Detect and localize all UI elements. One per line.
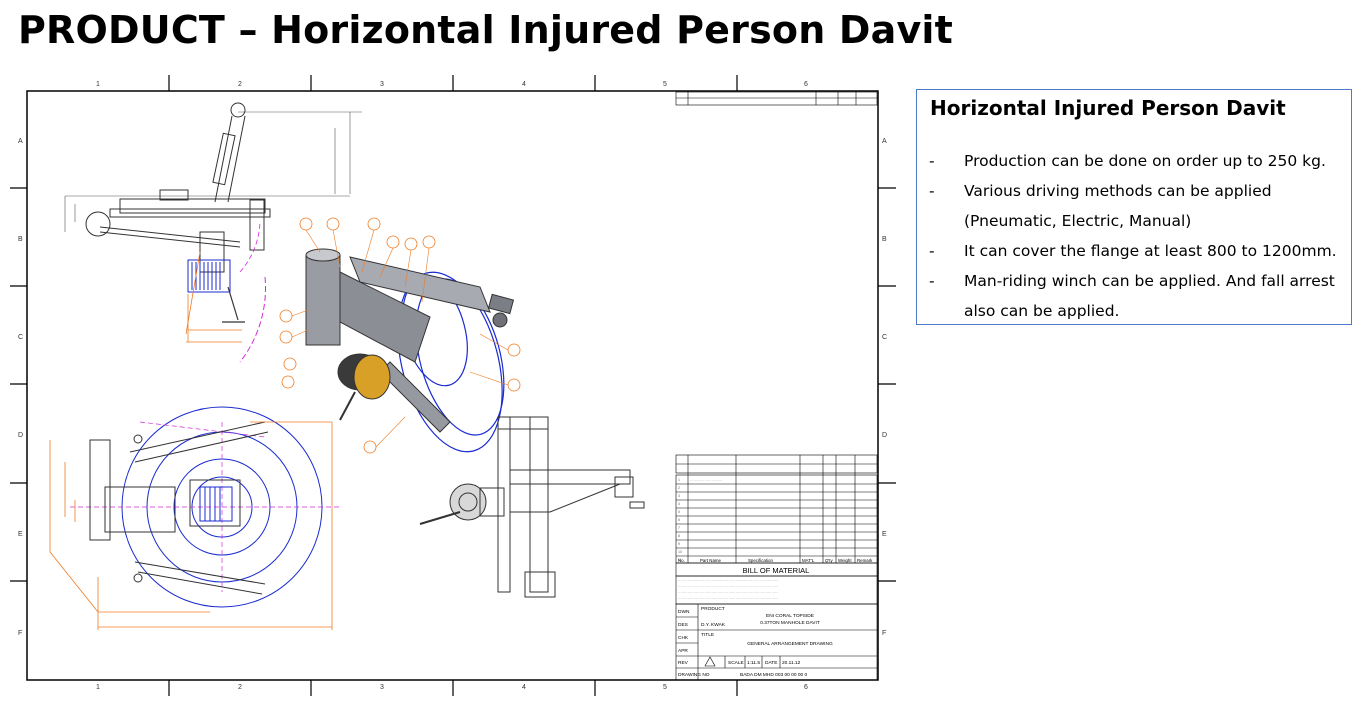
feature-list: - Production can be done on order up to 2…	[929, 146, 1344, 326]
drawing-no-label: DRAWING NO	[678, 672, 710, 678]
engineering-drawing: 1 2 3 4 5 6 A B C D E F A B C D E F 1 2 3 4 5 6	[10, 72, 900, 700]
plan-view	[49, 406, 340, 630]
bullet-dash: -	[929, 242, 935, 260]
zone-row-a: A	[18, 138, 23, 145]
svg-text:11: 11	[678, 558, 682, 562]
bom-col-remark: Remark	[857, 558, 873, 563]
bullet-dash: -	[929, 272, 935, 290]
zone-row-b: B	[18, 236, 23, 243]
svg-text:7: 7	[678, 526, 680, 530]
svg-text:B: B	[882, 236, 887, 243]
bom-col-spec: Specification	[748, 558, 773, 563]
drawing-no-value: BADA DM MHD 003 00 00 00 0	[740, 672, 808, 678]
drawing-sheet: 1 2 3 4 5 6 A B C D E F A B C D E F 1 2 3 4 5 6	[10, 75, 896, 696]
title-block: 1 ……………………… 2 3 4 5 6 7 8 9 10 11 ……………………………………	[675, 454, 878, 681]
svg-text:D: D	[882, 432, 887, 439]
scale-label: SCALE	[728, 660, 744, 666]
feature-text: It can cover the flange at least 800 to …	[964, 242, 1337, 260]
bom-header: BILL OF MATERIAL	[743, 566, 810, 575]
svg-text:…………………………………………………………………………: …………………………………………………………………………	[678, 578, 779, 582]
isometric-view	[279, 217, 521, 454]
row-value-des: D.Y. KWAK	[701, 622, 726, 628]
svg-text:4: 4	[678, 502, 680, 506]
svg-text:6: 6	[678, 518, 680, 522]
svg-text:1: 1	[96, 684, 100, 691]
row-label-dwn: DWN	[678, 609, 690, 615]
list-item: - Various driving methods can be applied …	[929, 176, 1344, 236]
svg-text:C: C	[882, 334, 887, 341]
zone-col-1: 1	[96, 81, 100, 88]
title-label: TITLE	[701, 632, 714, 638]
front-view	[419, 416, 645, 598]
feature-text: Production can be done on order up to 25…	[964, 152, 1326, 170]
svg-text:…………………………………………………………………………: …………………………………………………………………………	[678, 584, 779, 588]
row-label-chk: CHK	[678, 635, 689, 641]
product-label: PRODUCT	[701, 606, 725, 612]
zone-row-e: E	[18, 531, 23, 538]
svg-text:5: 5	[663, 684, 667, 691]
date-label: DATE	[765, 660, 777, 666]
zone-col-6: 6	[804, 81, 808, 88]
svg-text:………………………: ………………………	[690, 478, 723, 482]
product-value-line1: ENI CORAL TOPSIDE	[766, 613, 814, 619]
scale-value: 1:11.5	[747, 660, 760, 666]
bom-col-no: No.	[678, 558, 685, 563]
svg-text:10: 10	[678, 550, 682, 554]
svg-text:6: 6	[804, 684, 808, 691]
svg-text:8: 8	[678, 534, 680, 538]
bullet-dash: -	[929, 182, 935, 200]
list-item: - It can cover the flange at least 800 to…	[929, 236, 1344, 266]
title-value: GENERAL ARRANGEMENT DRAWING	[747, 641, 833, 647]
feature-text: Man-riding winch can be applied. And fal…	[964, 272, 1335, 320]
row-label-rev: REV	[678, 660, 689, 666]
list-item: - Production can be done on order up to 2…	[929, 146, 1344, 176]
svg-text:2: 2	[678, 486, 680, 490]
svg-text:5: 5	[678, 510, 680, 514]
zone-col-3: 3	[380, 81, 384, 88]
svg-text:3: 3	[380, 684, 384, 691]
svg-text:F: F	[882, 630, 886, 637]
row-label-apr: APR	[678, 648, 688, 654]
description-title: Horizontal Injured Person Davit	[930, 96, 1286, 120]
bom-col-weight: Weight	[838, 558, 852, 563]
svg-text:2: 2	[238, 684, 242, 691]
zone-col-4: 4	[522, 81, 526, 88]
zone-row-c: C	[18, 334, 23, 341]
zone-row-f: F	[18, 630, 22, 637]
bom-col-qty: Q'ty	[825, 558, 833, 563]
svg-text:9: 9	[678, 542, 680, 546]
svg-text:3: 3	[678, 494, 680, 498]
svg-text:…………………………………………………………………………: …………………………………………………………………………	[678, 590, 779, 594]
zone-col-2: 2	[238, 81, 242, 88]
svg-text:4: 4	[522, 684, 526, 691]
feature-text: Various driving methods can be applied (…	[964, 182, 1272, 230]
description-box: Horizontal Injured Person Davit - Product…	[916, 89, 1352, 325]
svg-text:1: 1	[678, 478, 680, 482]
side-view	[64, 102, 362, 363]
bullet-dash: -	[929, 152, 935, 170]
date-value: 20.11.12	[782, 660, 801, 666]
product-value-line2: 0.37TON MANHOLE DAVIT	[760, 620, 820, 626]
zone-col-5: 5	[663, 81, 667, 88]
list-item: - Man-riding winch can be applied. And fa…	[929, 266, 1344, 326]
bom-col-part-name: Part Name	[700, 558, 722, 563]
zone-row-d: D	[18, 432, 23, 439]
svg-text:E: E	[882, 531, 887, 538]
row-label-des: DES	[678, 622, 688, 628]
svg-text:…………………………………………………………………………: …………………………………………………………………………	[678, 596, 779, 600]
page-title: PRODUCT – Horizontal Injured Person Davi…	[18, 8, 954, 52]
svg-text:A: A	[882, 138, 887, 145]
bom-col-material: MAT'L	[802, 558, 815, 563]
